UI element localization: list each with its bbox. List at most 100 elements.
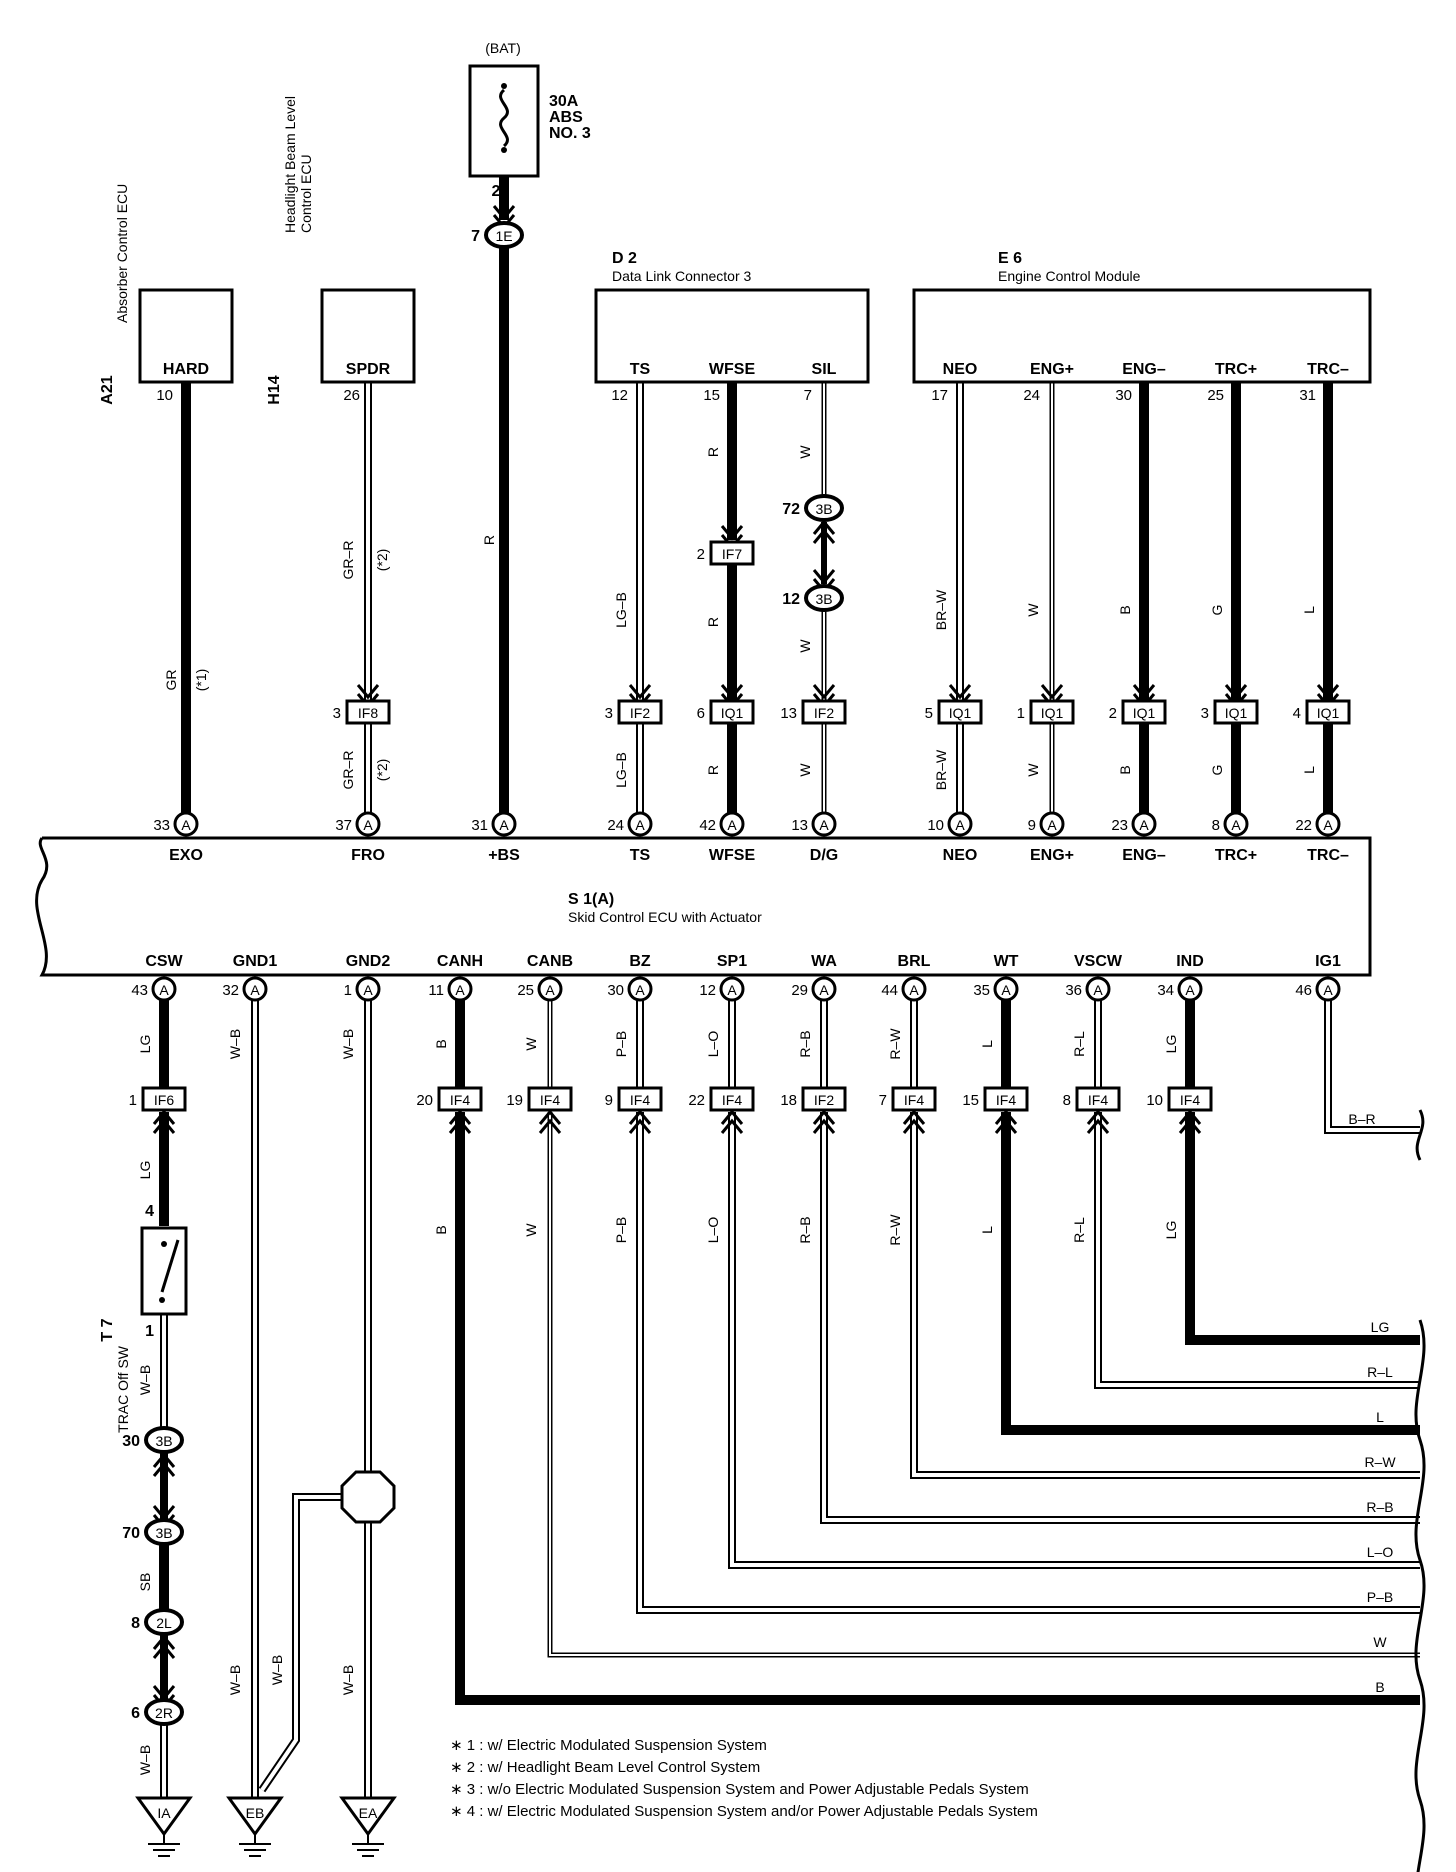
circuit-trc-src-terminal: TRC– [1307,361,1349,378]
chevron-stroke [994,1118,1018,1134]
fuse-terminal [501,147,507,153]
chevron-stroke [538,1118,562,1134]
wire-color-csw-sb: SB [137,1573,153,1592]
chevron-stroke [812,528,836,544]
chevron-stroke [356,684,380,700]
circuit-canb-wire-color-upper: W [523,1037,539,1051]
circuit-ts-conn-label: IF2 [630,705,650,721]
circuit-canh-wire-color-upper: B [433,1039,449,1048]
circuit-ts-ecu-pin-label: A [635,817,645,833]
footnote-2: ∗ 2 : w/ Headlight Beam Level Control Sy… [450,1759,760,1776]
circuit-wt-wire-color-lower: L [979,1226,995,1234]
circuit-wt-wire-color-right: L [1376,1409,1384,1425]
circuit-brl-wire-lower-core [912,1112,1420,1477]
circuit-bz-ecu-pin-pin: 30 [607,982,624,999]
circuit-brl-wire-lower [910,1112,1420,1479]
chevron-stroke [1178,1109,1202,1125]
circuit-trc-ecu-terminal: TRC– [1307,847,1349,864]
fuse-icon [499,88,509,148]
circuit-trc-wire-color-c: L [1301,766,1317,774]
h14-pin: 26 [343,387,360,404]
chevron-stroke [902,1109,926,1125]
circuit-wt-conn-label: IF4 [996,1092,1016,1108]
h14-box [320,288,416,384]
circuit-trc-conn-pin: 3 [1201,705,1209,722]
circuit-trc-conn-label: IQ1 [1225,705,1248,721]
circuit-vscw-conn-label: IF4 [1088,1092,1108,1108]
circuit-wa-conn-pin: 18 [780,1092,797,1109]
fuse-box [468,64,540,178]
circuit-dg-conn [801,699,847,725]
components-layer [35,64,1426,1872]
circuit-ind-conn-pin: 10 [1146,1092,1163,1109]
circuit-trc-ecu-pin-label: A [1323,817,1333,833]
circuit-ts-conn-pin: 3 [605,705,613,722]
circuit-eng-conn-label: IQ1 [1133,705,1156,721]
fuse-terminal [501,83,507,89]
circuit-gnd1-ecu-pin-pin: 32 [222,982,239,999]
chevron-stroke [492,205,516,221]
circuit-brl-chevron-up [902,1109,926,1134]
circuit-neo-ecu-terminal: NEO [943,847,978,864]
wire-color-splice: W–B [269,1655,285,1685]
circuit-csw-ecu-pin-pin: 43 [131,982,148,999]
circuit-wa-ecu-pin-label: A [819,982,829,998]
circuit-vscw-ecu-pin-pin: 36 [1065,982,1082,999]
circuit-wfse-mid-conn-label: IF7 [722,546,742,562]
circuit-eng-ecu-pin [1131,811,1157,837]
circuit-wa-chevron-up [812,1109,836,1134]
circuit-gnd2-ecu-pin-pin: 1 [344,982,352,999]
circuit-wfse-src-terminal: WFSE [709,361,756,378]
circuit-ig1-ecu-pin-label: A [1323,982,1333,998]
circuit-eng-wire-color-c: B [1117,765,1133,774]
circuit-dg-joint-1-pin: 72 [782,501,800,518]
circuit-wt-ecu-pin [993,976,1019,1002]
fuse-pin: 2 [492,183,501,200]
ecu-top-terminal-0: EXO [169,847,203,864]
circuit-ts-ecu-pin-pin: 24 [607,817,624,834]
chevron-stroke [812,519,836,535]
wire-color-gnd2-bot: W–B [340,1665,356,1695]
csw-chevron-up [152,1109,176,1134]
chevron-stroke [628,1109,652,1125]
joint-2r-6-pin: 6 [131,1705,140,1722]
circuit-ind-ecu-terminal: IND [1176,953,1204,970]
circuit-canh-wire-lower [455,1112,1420,1705]
joint-2l-8 [144,1608,184,1636]
circuit-dg-joint-2-pin: 12 [782,591,800,608]
wires-layer [159,176,1420,1798]
fuse-rating-2: NO. 3 [549,125,591,142]
ecu-top-pin-1-pin: 37 [335,817,352,834]
chevron-stroke [1040,684,1064,700]
circuit-vscw-wire-color-lower: R–L [1071,1217,1087,1243]
joint-2l-8-label: 2L [156,1615,172,1631]
circuit-sp1-conn-pin: 22 [688,1092,705,1109]
circuit-neo-ecu-pin-label: A [955,817,965,833]
conn-if8 [345,699,391,725]
circuit-wt-wire-color-upper: L [979,1040,995,1048]
circuit-ind-ecu-pin [1177,976,1203,1002]
circuit-eng-ecu-pin [1039,811,1065,837]
circuit-canh-conn-label: IF4 [450,1092,470,1108]
switch-terminal [161,1241,167,1247]
joint-3b-70-label: 3B [155,1525,172,1541]
chevron-stroke [152,1118,176,1134]
circuit-ind-ecu-pin-label: A [1185,982,1195,998]
ecu-top-terminal-2: +BS [488,847,520,864]
circuit-trc-conn [1213,699,1259,725]
circuit-canb-wire-color-right: W [1373,1634,1387,1650]
joint-1e-label: 1E [495,228,512,244]
circuit-bz-wire-color-upper: P–B [613,1031,629,1057]
d2-name: Data Link Connector 3 [612,268,752,284]
circuit-eng-src-terminal: ENG– [1122,361,1166,378]
circuit-gnd2-ecu-pin [355,976,381,1002]
circuit-trc-src-pin: 25 [1207,387,1224,404]
circuit-vscw-ecu-pin-label: A [1093,982,1103,998]
circuit-ind-wire-color-upper: LG [1163,1035,1179,1054]
ground-ia-label: IA [157,1805,171,1821]
circuit-wt-conn-pin: 15 [962,1092,979,1109]
e6-name: Engine Control Module [998,268,1141,284]
battery-source-label: (BAT) [485,40,521,56]
circuit-wa-conn-label: IF2 [814,1092,834,1108]
chevron-stroke [152,1634,176,1650]
